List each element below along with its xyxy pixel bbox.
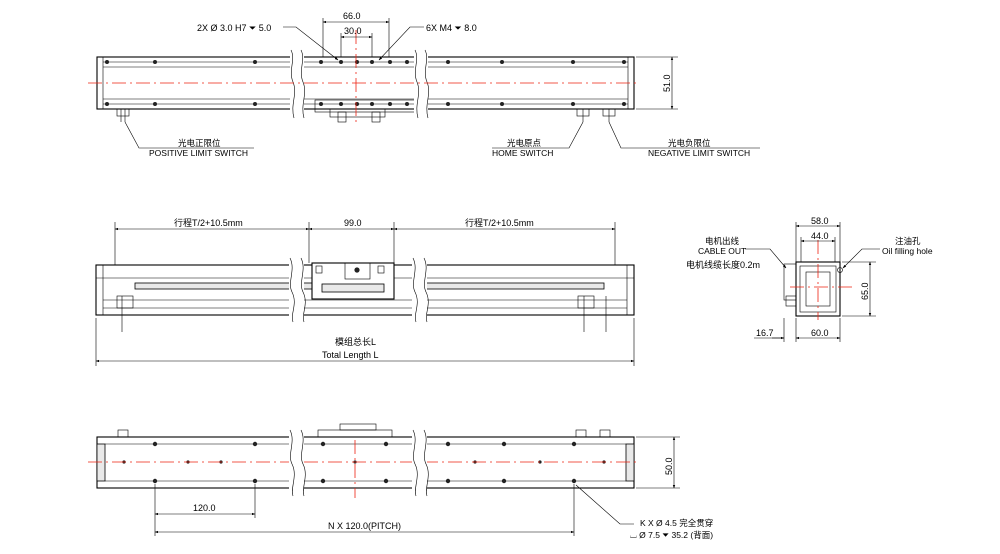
dim-stroke-left: 行程T/2+10.5mm: [174, 217, 243, 228]
top-view-holes: [105, 60, 626, 106]
oil-hole-label-en: Oil filling hole: [882, 246, 933, 256]
front-view-carriage: [311, 262, 395, 300]
front-view: 行程T/2+10.5mm 99.0 行程T/2+10.5mm 模组总长L Tot…: [95, 217, 635, 366]
cable-out-label-cn: 电机出线: [705, 236, 740, 246]
dim-44: 44.0: [811, 231, 829, 241]
end-view: 58.0 44.0 65.0 16.7 60.0 电机出线 CABLE OUT …: [686, 216, 933, 342]
dim-30: 30.0: [344, 26, 362, 36]
negative-limit-label-en: NEGATIVE LIMIT SWITCH: [648, 148, 750, 158]
dim-66: 66.0: [343, 11, 361, 21]
dim-99: 99.0: [344, 218, 362, 228]
dim-65: 65.0: [860, 282, 870, 300]
dim-120: 120.0: [193, 503, 216, 513]
dim-58: 58.0: [811, 216, 829, 226]
top-view: 66.0 30.0 2X Ø 3.0 H7 ⏷ 5.0 6X M4 ⏷ 8.0 …: [88, 11, 760, 158]
dim-51: 51.0: [662, 74, 672, 92]
dim-60: 60.0: [811, 328, 829, 338]
bottom-view: 50.0 120.0 N X 120.0(PITCH) K X Ø 4.5 完全…: [88, 423, 713, 540]
positive-limit-switch-body: [116, 108, 130, 117]
pin-hole-callout: 2X Ø 3.0 H7 ⏷ 5.0: [197, 23, 271, 33]
home-switch-label-cn: 光电原点: [507, 138, 542, 148]
dim-stroke-right: 行程T/2+10.5mm: [465, 217, 534, 228]
counterbore-callout: ⌴ Ø 7.5 ⏷ 35.2 (背面): [630, 530, 713, 540]
dim-n-pitch: N X 120.0(PITCH): [328, 521, 401, 531]
total-length-label-en: Total Length L: [322, 350, 379, 360]
cable-length-label: 电机线缆长度0.2m: [686, 259, 760, 270]
bottom-view-body: [96, 436, 635, 489]
through-hole-callout: K X Ø 4.5 完全贯穿: [640, 518, 713, 528]
positive-limit-label-en: POSITIVE LIMIT SWITCH: [149, 148, 248, 158]
positive-limit-label-cn: 光电正限位: [178, 138, 221, 148]
bottom-view-holes: [122, 441, 606, 484]
total-length-label-cn: 模组总长L: [335, 336, 376, 347]
dim-50: 50.0: [664, 457, 674, 475]
oil-hole-label-cn: 注油孔: [895, 236, 921, 246]
home-switch-label-en: HOME SWITCH: [492, 148, 553, 158]
cable-out-label-en: CABLE OUT: [698, 246, 746, 256]
negative-limit-label-cn: 光电负限位: [668, 138, 711, 148]
dim-16-7: 16.7: [756, 328, 774, 338]
tap-hole-callout: 6X M4 ⏷ 8.0: [426, 23, 477, 33]
